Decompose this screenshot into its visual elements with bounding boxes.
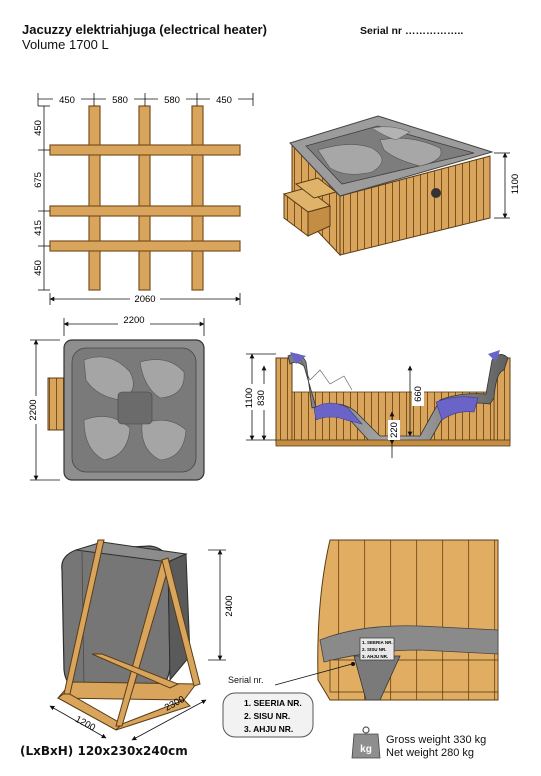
- dim-section-660: 660: [413, 386, 424, 402]
- dim-section-830: 830: [256, 390, 267, 406]
- plate-line-3: 3. AHJU NR.: [244, 724, 293, 734]
- dim-total-width: 2060: [134, 294, 155, 305]
- package-view: 2400 2300 1200: [49, 539, 236, 741]
- tub-section-view: 1100 830 660 220: [244, 350, 511, 458]
- plate-line-1: 1. SEERIA NR.: [244, 698, 302, 708]
- dim-tub-height: 1100: [510, 174, 521, 194]
- page-title: Jacuzzy elektriahjuga (electrical heater…: [22, 22, 267, 37]
- frame-plan: 450 580 580 450 450 675 415 450 2060: [33, 93, 254, 305]
- dim-top-2: 580: [112, 95, 128, 106]
- frame-beam-horizontal-3: [49, 240, 241, 252]
- heater-icon: [431, 188, 441, 198]
- dim-package-height: 2400: [224, 595, 235, 616]
- dim-top-view-height: 2200: [28, 399, 39, 420]
- package-dimensions-caption: (LxBxH) 120x230x240cm: [20, 744, 188, 758]
- gross-weight: Gross weight 330 kg: [386, 734, 487, 746]
- small-plate-line-3: 3. AHJU NR.: [362, 654, 388, 659]
- tub-3d-view: 1100: [282, 115, 521, 257]
- frame-beam-vertical-1: [88, 105, 101, 291]
- tub-top-view: 2200 2200: [26, 314, 205, 481]
- small-plate-line-2: 2. SISU NR.: [362, 647, 387, 652]
- page-subtitle: Volume 1700 L: [22, 37, 109, 52]
- frame-beam-horizontal-1: [49, 144, 241, 156]
- weight-icon: kg: [351, 726, 381, 759]
- dim-top-1: 450: [59, 95, 75, 106]
- frame-beam-vertical-3: [191, 105, 204, 291]
- dim-top-view-width: 2200: [123, 315, 144, 326]
- serial-nr-label: Serial nr.: [228, 675, 264, 685]
- net-weight: Net weight 280 kg: [386, 747, 475, 759]
- frame-beam-vertical-2: [138, 105, 151, 291]
- serial-plate: 1. SEERIA NR. 2. SISU NR. 3. AHJU NR.: [222, 692, 314, 738]
- dim-section-220: 220: [389, 422, 400, 438]
- dim-side-1: 450: [33, 120, 44, 136]
- weight-kg-label: kg: [360, 744, 372, 755]
- dim-side-2: 675: [33, 172, 44, 188]
- dim-section-1100: 1100: [244, 388, 255, 408]
- frame-beam-horizontal-2: [49, 205, 241, 217]
- dim-side-4: 450: [33, 260, 44, 276]
- dim-top-3: 580: [164, 95, 180, 106]
- small-plate-line-1: 1. SEERIA NR.: [362, 640, 393, 645]
- serial-number-field: Serial nr ……………..: [360, 25, 464, 37]
- serial-location-closeup: 1. SEERIA NR. 2. SISU NR. 3. AHJU NR.: [274, 539, 499, 701]
- dim-side-3: 415: [33, 220, 44, 236]
- dim-top-4: 450: [216, 95, 232, 106]
- plate-line-2: 2. SISU NR.: [244, 711, 290, 721]
